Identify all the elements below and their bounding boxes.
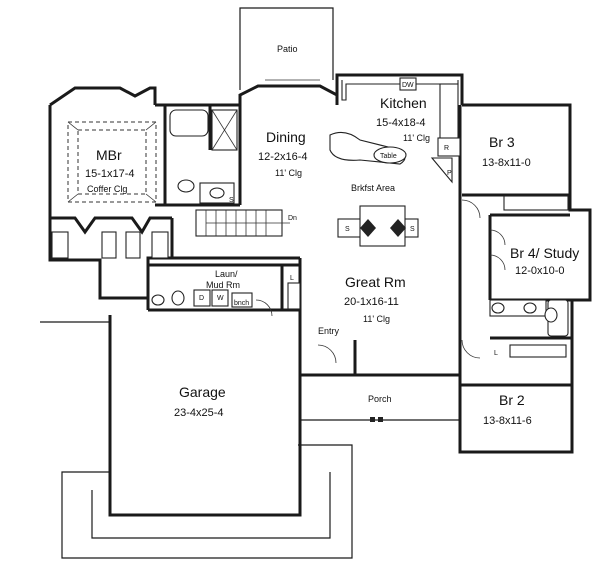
entry-label: Entry	[318, 326, 340, 336]
interior-walls	[146, 105, 572, 448]
kitchen-dims: 15-4x18-4	[376, 117, 426, 129]
laundry-label-1: Laun/	[215, 269, 238, 279]
fireplace-s-left: S	[345, 226, 350, 233]
garage-label: Garage	[179, 384, 226, 400]
dishwasher-label: DW	[402, 82, 414, 89]
linen-left-label: L	[290, 275, 294, 282]
fireplace-s-right: S	[410, 226, 415, 233]
br2-label: Br 2	[499, 392, 525, 408]
great-rm-ceiling: 11' Clg	[363, 314, 390, 324]
room-labels: Patio Kitchen 15-4x18-4 11' Clg Dining 1…	[85, 44, 579, 427]
pantry-label: P	[447, 170, 452, 177]
br3-label: Br 3	[489, 134, 515, 150]
linen-right-label: L	[494, 350, 498, 357]
bath-fixtures	[151, 109, 569, 337]
br3-dims: 13-8x11-0	[482, 157, 531, 169]
laundry-label-2: Mud Rm	[206, 280, 240, 290]
mbr-ceiling: Coffer Clg	[87, 184, 127, 194]
site-lines	[40, 321, 353, 559]
kitchen-ceiling: 11' Clg	[403, 133, 430, 143]
bench-label: bnch	[234, 300, 249, 307]
table-label: Table	[380, 153, 397, 160]
laundry-appliances	[193, 289, 253, 308]
garage-dims: 23-4x25-4	[174, 407, 224, 419]
mbr-label: MBr	[96, 147, 122, 163]
br2-dims: 13-8x11-6	[483, 415, 532, 427]
dryer-label: D	[199, 295, 204, 302]
kitchen-fixtures	[329, 77, 461, 184]
coffer-ceiling	[67, 121, 157, 203]
great-rm-dims: 20-1x16-11	[344, 296, 399, 308]
porch	[300, 417, 460, 422]
dining-dims: 12-2x16-4	[258, 151, 308, 163]
brkfst-label: Brkfst Area	[351, 183, 395, 193]
patio-label: Patio	[277, 44, 298, 54]
washer-label: W	[217, 295, 224, 302]
refrigerator-label: R	[444, 145, 449, 152]
stairs	[195, 209, 290, 237]
fixture-labels: Table DW R P Dn L L D W bnch S S S	[199, 82, 498, 357]
mbr-dims: 15-1x17-4	[85, 168, 135, 180]
dining-ceiling: 11' Clg	[275, 168, 302, 178]
stairs-down-label: Dn	[288, 215, 297, 222]
br4-dims: 12-0x10-0	[515, 265, 565, 277]
porch-label: Porch	[368, 394, 392, 404]
kitchen-label: Kitchen	[380, 95, 427, 111]
fireplace-island	[337, 205, 419, 247]
br4-label: Br 4/ Study	[510, 245, 579, 261]
dining-label: Dining	[266, 129, 306, 145]
patio	[239, 7, 334, 90]
closet-shelving	[51, 195, 569, 358]
stair-s-label: S	[229, 197, 234, 204]
great-rm-label: Great Rm	[345, 274, 406, 290]
door-swings	[255, 199, 506, 364]
